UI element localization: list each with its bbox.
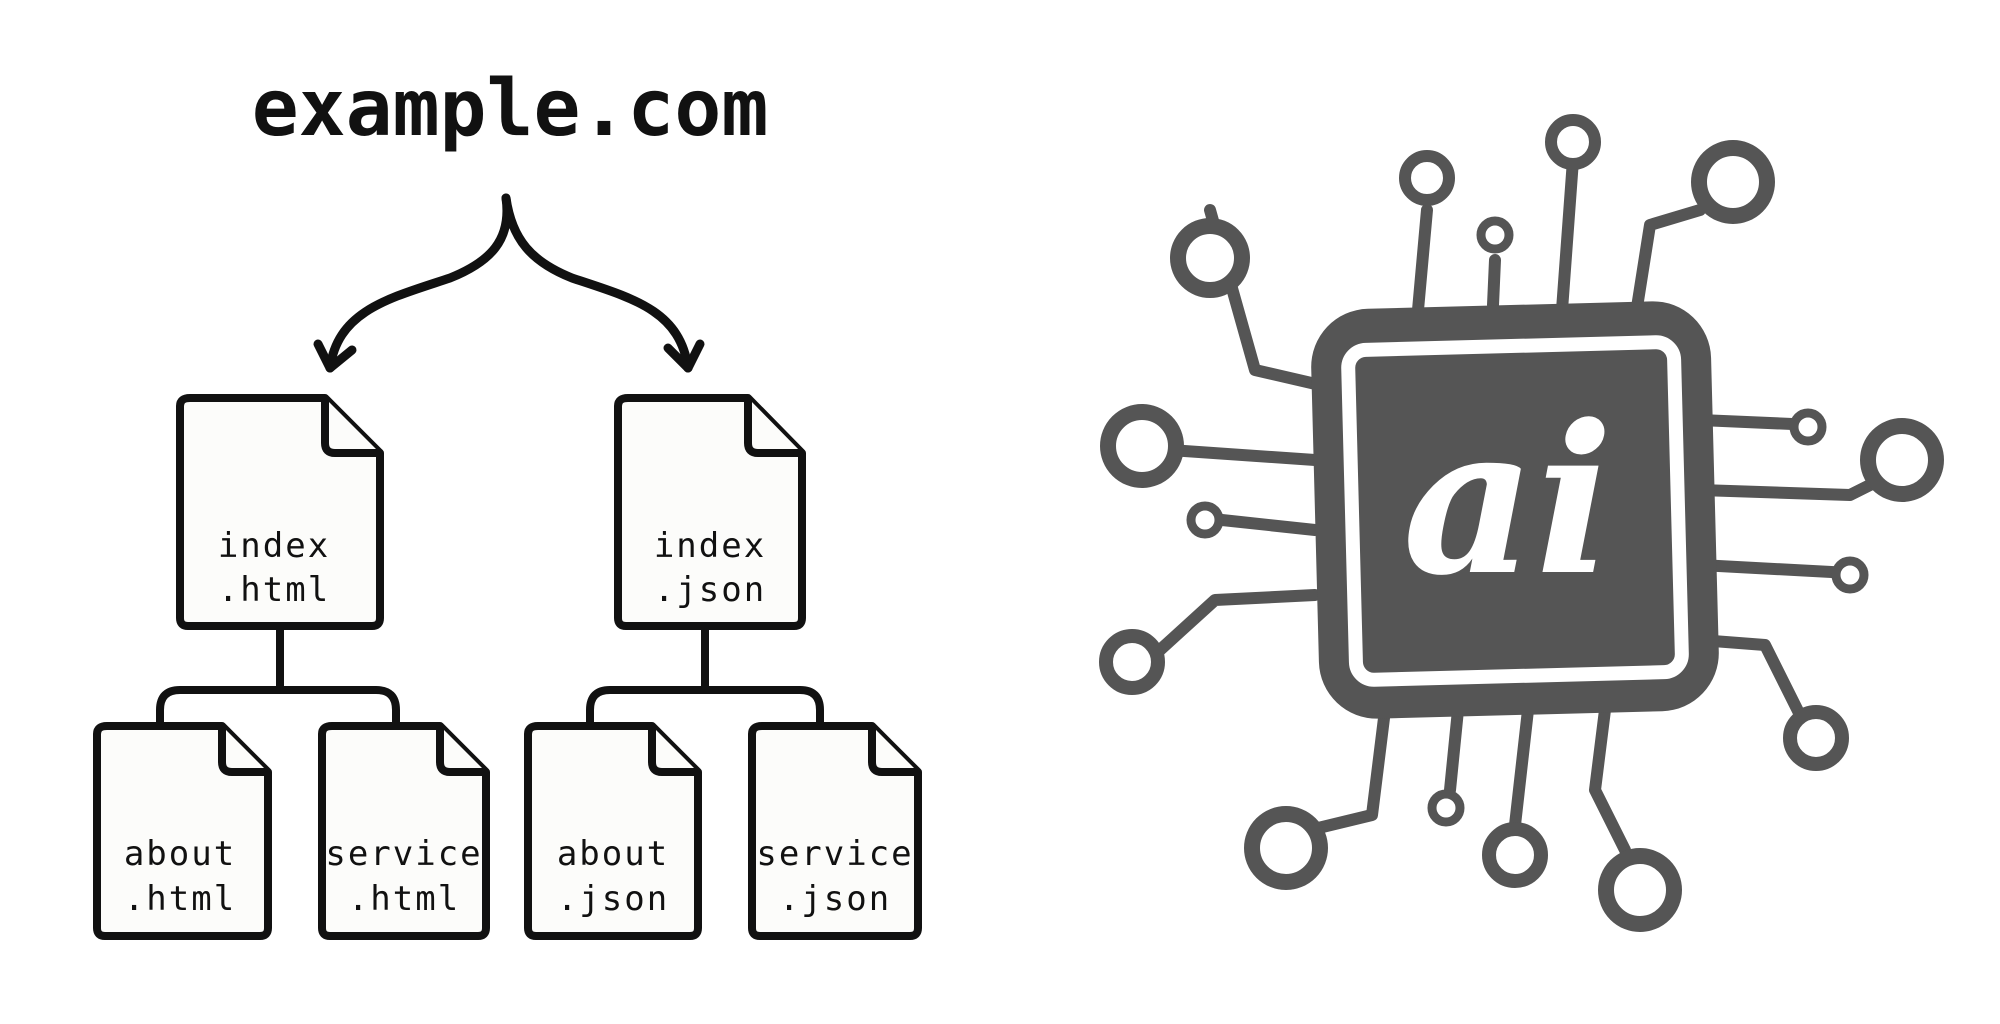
ai-chip-logo: ai [1099,114,1944,932]
file-index-html: index .html [176,394,384,630]
json-connector [586,624,824,734]
arrowhead-right [663,339,705,373]
file-extension: .json [779,879,891,919]
file-name: service [756,834,913,874]
circuit-traces [1154,154,1886,856]
ai-logo-text: ai [1403,381,1614,621]
file-extension: .html [348,879,460,919]
branch-arrows [313,193,705,373]
file-about-html: about .html [93,722,272,940]
file-service-html: service .html [318,722,490,940]
file-service-json: service .json [748,722,922,940]
file-extension: .html [124,879,236,919]
site-title: example.com [252,64,769,154]
html-connector [156,624,400,734]
file-index-json: index .json [614,394,806,630]
arrow-right [501,193,693,373]
file-name: about [124,834,236,874]
file-name: service [325,834,482,874]
file-about-json: about .json [524,722,702,940]
file-name: index [654,526,766,566]
file-extension: .html [218,570,330,610]
file-name: index [218,526,330,566]
arrow-left [325,193,512,373]
tree-connectors [156,624,824,734]
file-name: about [557,834,669,874]
chip-inner-border [1341,335,1689,687]
file-extension: .json [654,570,766,610]
circuit-terminals [1099,114,1944,932]
arrowhead-left [313,339,357,373]
file-extension: .json [557,879,669,919]
chip-body [1311,301,1719,719]
